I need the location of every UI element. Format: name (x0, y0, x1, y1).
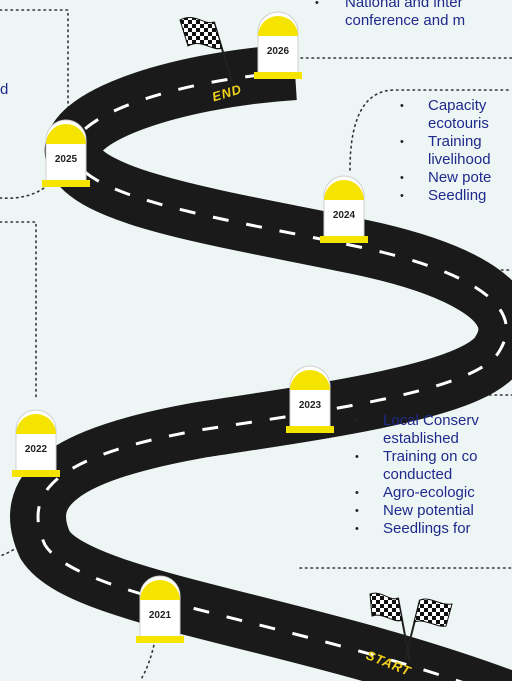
text-block-2023: • Local Conserv established • Training o… (355, 412, 479, 538)
connector-2022-top (0, 221, 37, 401)
milestone-year-label: 2025 (55, 154, 78, 165)
milestone-2021: 2021 (136, 575, 184, 643)
connector-2025-left (0, 184, 49, 200)
bullet-icon: • (355, 451, 359, 463)
road-center-dashes (36, 70, 508, 681)
list-item: • Training on co conducted (355, 448, 478, 483)
left-fragment-text: d (0, 81, 8, 98)
milestone-cap (290, 370, 330, 390)
checkered-flags-start-icon (369, 592, 453, 663)
milestone-cap (258, 16, 298, 36)
list-item: • Seedlings for (355, 520, 471, 537)
milestone-year-label: 2021 (149, 610, 172, 621)
milestone-year-label: 2023 (299, 400, 322, 411)
milestone-cap (46, 124, 86, 144)
milestones: 2026 2025 2024 2023 2022 2021 (12, 11, 368, 643)
milestone-cap (324, 180, 364, 200)
list-item: • Seedling (400, 187, 487, 204)
milestone-base (320, 236, 368, 243)
milestone-2026: 2026 (254, 11, 302, 79)
bullet-icon: • (400, 136, 404, 148)
milestone-base (254, 72, 302, 79)
bullet-icon: • (400, 100, 404, 112)
milestone-base (42, 180, 90, 187)
list-item: • Training livelihood (400, 133, 491, 168)
milestone-2022: 2022 (12, 409, 60, 477)
list-item: • Capacity ecotouris (400, 97, 489, 132)
milestone-year-label: 2022 (25, 444, 48, 455)
bullet-icon: • (355, 505, 359, 517)
milestone-2023: 2023 (286, 365, 334, 433)
milestone-2025: 2025 (42, 119, 90, 187)
milestone-2024: 2024 (320, 175, 368, 243)
milestone-cap (140, 580, 180, 600)
bullet-icon: • (315, 0, 319, 9)
bullet-icon: • (355, 487, 359, 499)
bullet-icon: • (400, 190, 404, 202)
bullet-icon: • (355, 415, 359, 427)
bullet-icon: • (355, 523, 359, 535)
milestone-base (136, 636, 184, 643)
checkered-flag-icon (179, 17, 233, 83)
milestone-year-label: 2024 (333, 210, 356, 221)
list-item: • Agro-ecologic (355, 484, 475, 501)
connector-2021 (139, 639, 156, 681)
connector-2024-top (349, 89, 512, 171)
text-line: National and inter (345, 0, 463, 11)
milestone-year-label: 2026 (267, 46, 290, 57)
connector-top-left (0, 9, 69, 116)
milestone-base (286, 426, 334, 433)
milestone-cap (16, 414, 56, 434)
list-item: • New pote (400, 169, 492, 186)
bullet-icon: • (400, 172, 404, 184)
list-item: • New potential (355, 502, 474, 519)
milestone-base (12, 470, 60, 477)
text-line: conference and m (345, 12, 466, 29)
dotted-connectors (0, 9, 512, 681)
text-block-2024: • Capacity ecotouris • Training liveliho… (400, 97, 492, 205)
text-block-2026: • National and inter conference and m (315, 0, 466, 30)
list-item: • Local Conserv established (355, 412, 479, 447)
